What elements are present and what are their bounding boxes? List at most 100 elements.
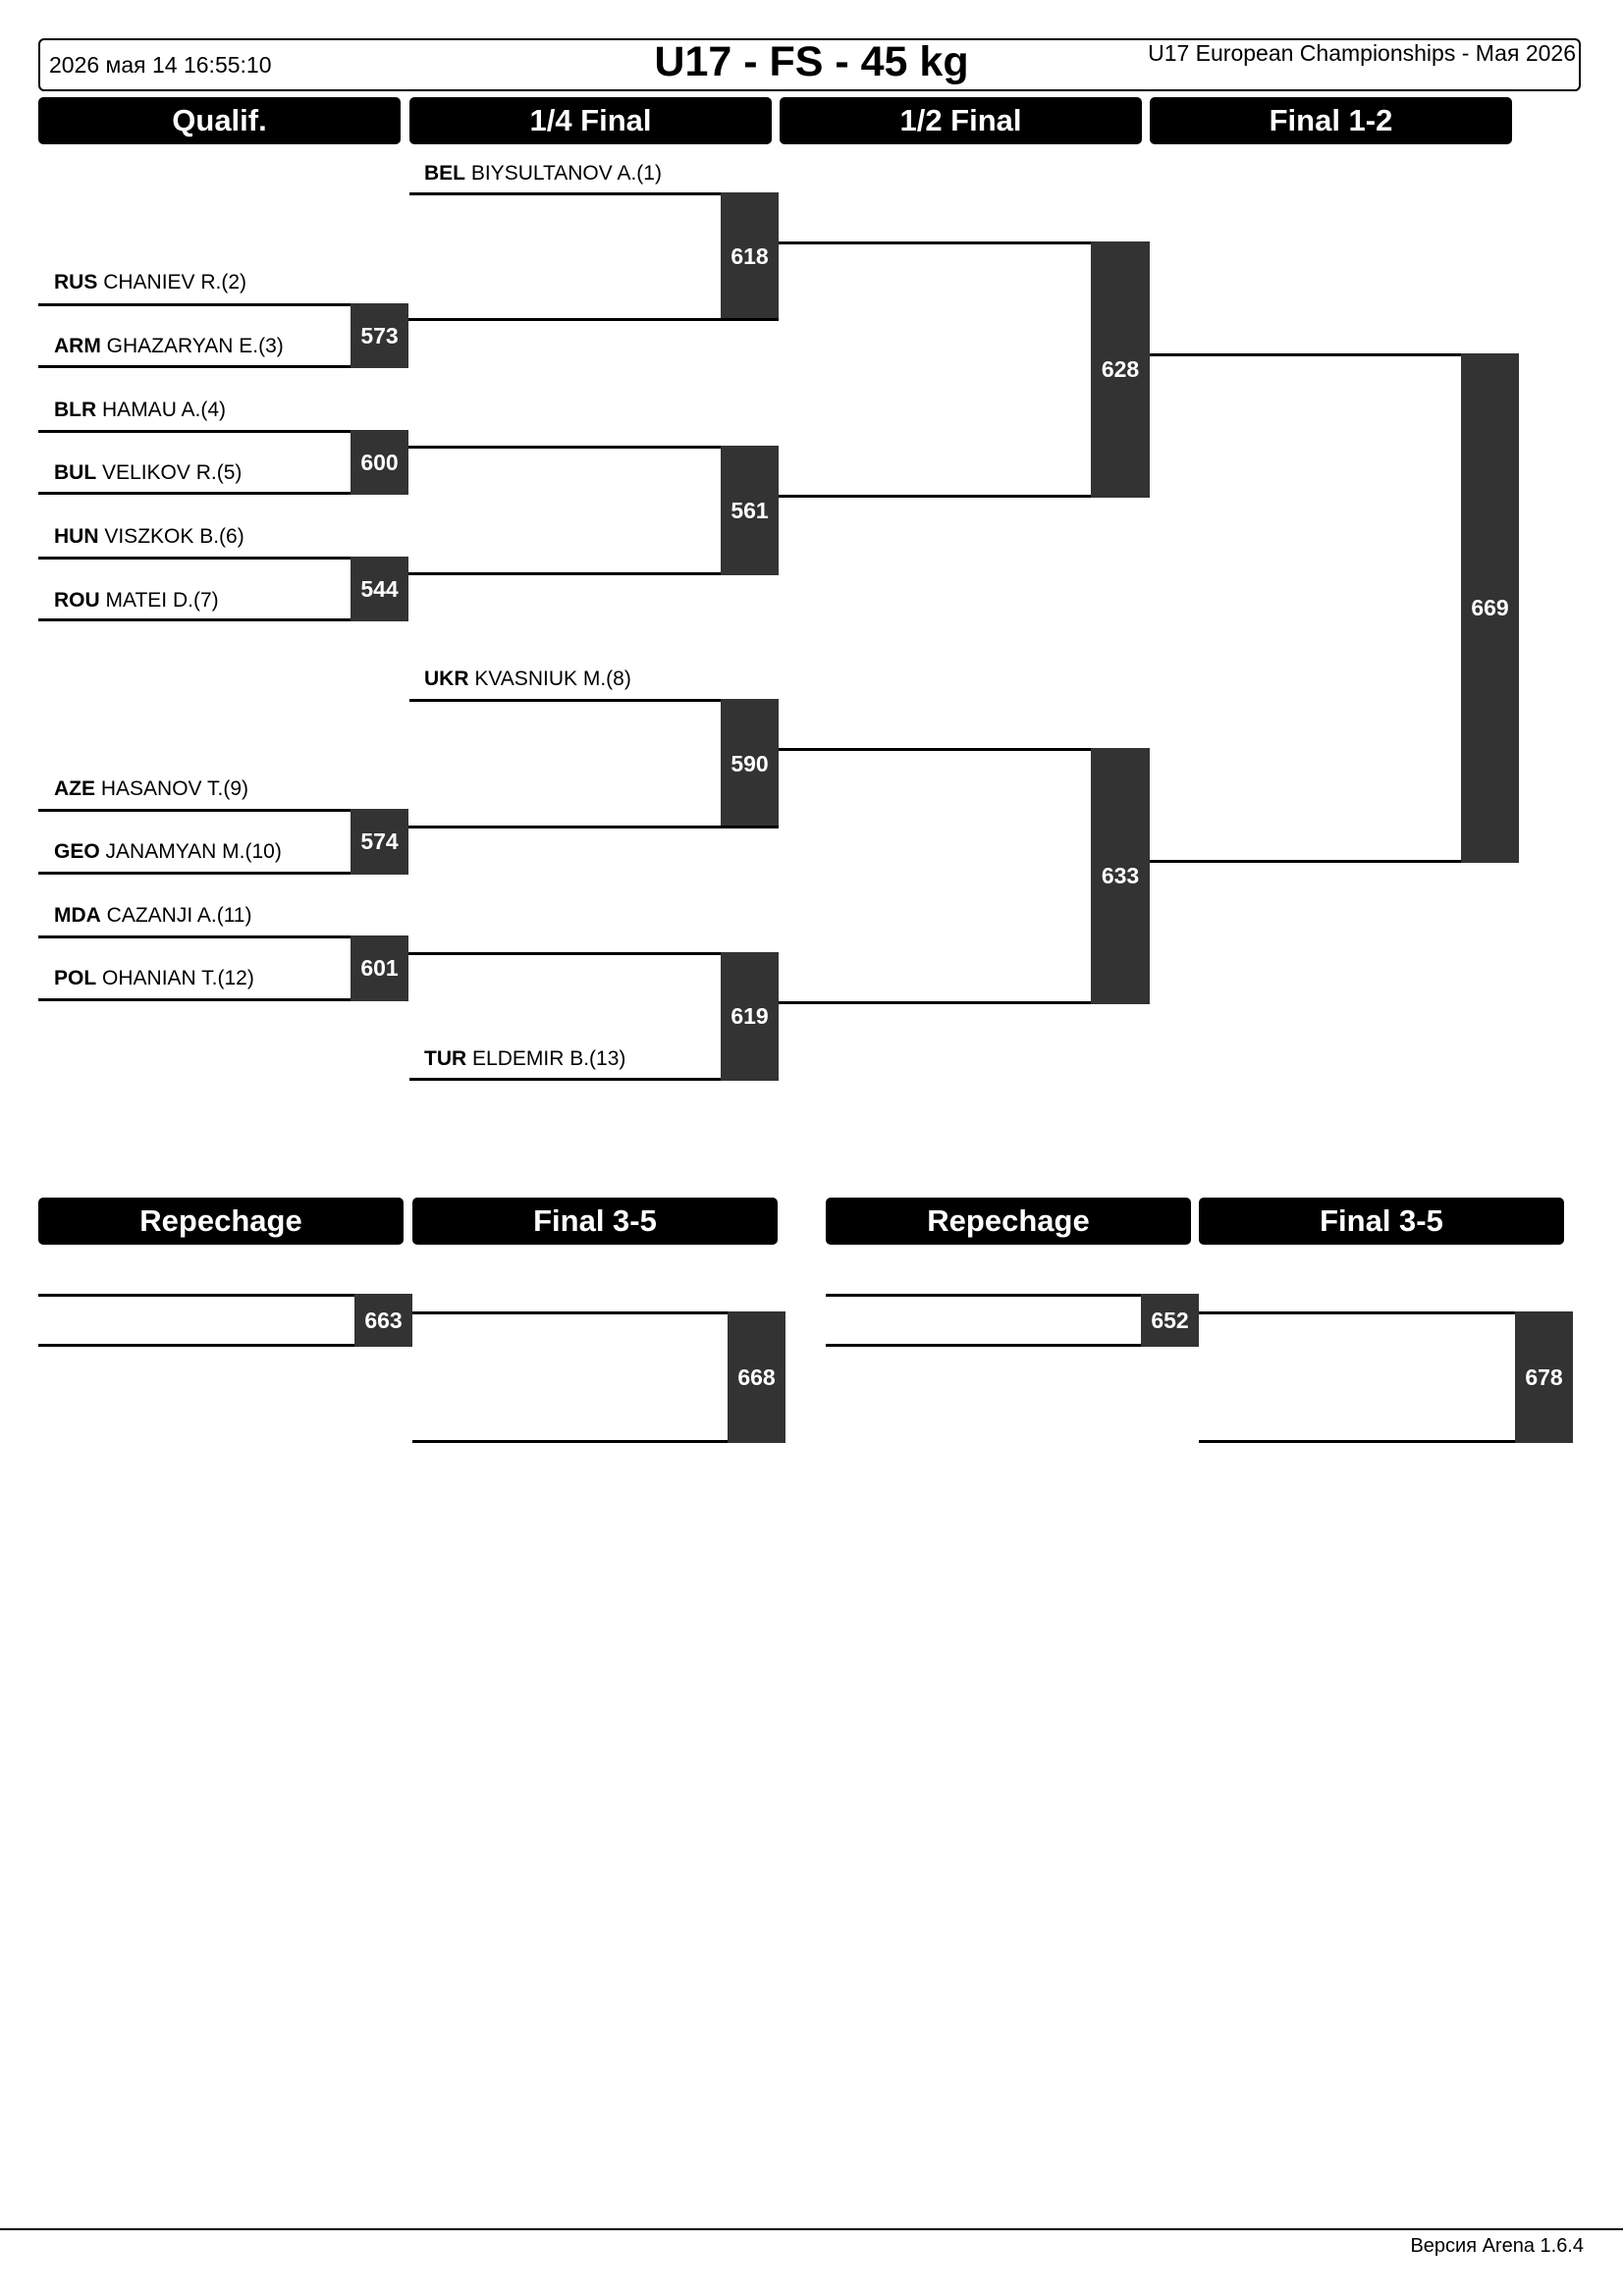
country-code: UKR	[424, 667, 469, 690]
wrestler-name: BIYSULTANOV A.(1)	[470, 162, 662, 185]
bout-box[interactable]: 678	[1515, 1311, 1573, 1443]
wrestler-name: CHANIEV R.(2)	[103, 271, 247, 294]
bracket-line	[1150, 860, 1519, 863]
country-code: BLR	[54, 399, 97, 421]
bracket-line	[408, 318, 779, 321]
bracket-line	[412, 1311, 785, 1314]
bracket-line	[408, 572, 779, 575]
bout-box[interactable]: 633	[1091, 748, 1150, 1004]
wrestler-entry: MDA CAZANJI A.(11)	[54, 904, 251, 928]
wrestler-entry: AZE HASANOV T.(9)	[54, 777, 248, 801]
wrestler-name: HAMAU A.(4)	[102, 399, 227, 421]
bracket-line	[38, 492, 408, 495]
wrestler-entry: POL OHANIAN T.(12)	[54, 967, 254, 990]
event-name: U17 European Championships - Мая 2026	[1148, 40, 1576, 66]
wrestler-entry: RUS CHANIEV R.(2)	[54, 271, 246, 294]
round-header-quarterfinal: 1/4 Final	[409, 97, 772, 144]
bracket-line	[409, 699, 779, 702]
wrestler-entry: BEL BIYSULTANOV A.(1)	[424, 162, 662, 186]
wrestler-name: ELDEMIR B.(13)	[472, 1047, 626, 1070]
wrestler-name: JANAMYAN M.(10)	[105, 840, 282, 863]
bout-box[interactable]: 669	[1461, 353, 1519, 863]
bracket-line	[38, 1344, 412, 1347]
repechage-header: Repechage	[38, 1198, 404, 1245]
country-code: RUS	[54, 271, 98, 294]
wrestler-name: VISZKOK B.(6)	[104, 525, 244, 548]
bracket-line	[1199, 1311, 1573, 1314]
bout-box[interactable]: 590	[721, 699, 779, 828]
bout-box[interactable]: 574	[351, 809, 408, 875]
bout-box[interactable]: 619	[721, 952, 779, 1081]
wrestler-name: KVASNIUK M.(8)	[474, 667, 631, 690]
page-title: U17 - FS - 45 kg	[654, 38, 969, 85]
bout-box[interactable]: 663	[354, 1294, 412, 1347]
bout-box[interactable]: 668	[728, 1311, 785, 1443]
bout-box[interactable]: 652	[1141, 1294, 1199, 1347]
bracket-line	[38, 618, 408, 621]
header-box	[38, 38, 1581, 91]
round-header-final: Final 1-2	[1150, 97, 1512, 144]
wrestler-name: VELIKOV R.(5)	[102, 461, 243, 484]
bracket-line	[1199, 1440, 1573, 1443]
bout-box[interactable]: 561	[721, 446, 779, 575]
bracket-line	[408, 446, 779, 449]
wrestler-entry: BLR HAMAU A.(4)	[54, 399, 226, 422]
wrestler-name: HASANOV T.(9)	[100, 777, 248, 800]
version-label: Версия Arena 1.6.4	[1410, 2235, 1584, 2257]
country-code: ARM	[54, 335, 101, 357]
country-code: HUN	[54, 525, 99, 548]
wrestler-entry: TUR ELDEMIR B.(13)	[424, 1047, 625, 1071]
bout-box[interactable]: 544	[351, 557, 408, 621]
country-code: POL	[54, 967, 97, 989]
wrestler-entry: BUL VELIKOV R.(5)	[54, 461, 242, 485]
country-code: GEO	[54, 840, 100, 863]
country-code: ROU	[54, 589, 100, 612]
bracket-line	[38, 430, 408, 433]
wrestler-entry: ARM GHAZARYAN E.(3)	[54, 335, 284, 358]
bracket-line	[38, 557, 408, 560]
final-3-5-header: Final 3-5	[1199, 1198, 1564, 1245]
bracket-line	[779, 241, 1150, 244]
bracket-line	[826, 1294, 1199, 1297]
country-code: BEL	[424, 162, 465, 185]
country-code: TUR	[424, 1047, 467, 1070]
footer-divider	[0, 2228, 1623, 2230]
bout-box[interactable]: 600	[351, 430, 408, 495]
bout-box[interactable]: 628	[1091, 241, 1150, 498]
bracket-line	[408, 952, 779, 955]
round-header-semifinal: 1/2 Final	[780, 97, 1142, 144]
bracket-line	[38, 1294, 412, 1297]
wrestler-name: MATEI D.(7)	[105, 589, 219, 612]
wrestler-name: OHANIAN T.(12)	[102, 967, 254, 989]
wrestler-entry: HUN VISZKOK B.(6)	[54, 525, 244, 549]
final-3-5-header: Final 3-5	[412, 1198, 778, 1245]
repechage-header: Repechage	[826, 1198, 1191, 1245]
bracket-line	[38, 809, 408, 812]
bracket-line	[1150, 353, 1519, 356]
wrestler-name: GHAZARYAN E.(3)	[106, 335, 284, 357]
country-code: MDA	[54, 904, 101, 927]
wrestler-entry: GEO JANAMYAN M.(10)	[54, 840, 282, 864]
country-code: BUL	[54, 461, 97, 484]
wrestler-name: CAZANJI A.(11)	[106, 904, 252, 927]
bracket-line	[826, 1344, 1199, 1347]
wrestler-entry: UKR KVASNIUK M.(8)	[424, 667, 631, 691]
bracket-line	[779, 748, 1150, 751]
bout-box[interactable]: 601	[351, 935, 408, 1001]
bracket-line	[408, 826, 779, 828]
wrestler-entry: ROU MATEI D.(7)	[54, 589, 219, 613]
bout-box[interactable]: 618	[721, 192, 779, 321]
bracket-line	[409, 192, 779, 195]
bracket-line	[779, 495, 1150, 498]
bout-box[interactable]: 573	[351, 303, 408, 368]
print-datetime: 2026 мая 14 16:55:10	[49, 52, 272, 78]
bracket-line	[38, 872, 408, 875]
bracket-line	[38, 935, 408, 938]
bracket-line	[412, 1440, 785, 1443]
country-code: AZE	[54, 777, 95, 800]
round-header-qualif: Qualif.	[38, 97, 401, 144]
bracket-line	[409, 1078, 779, 1081]
bracket-line	[779, 1001, 1150, 1004]
bracket-line	[38, 998, 408, 1001]
bracket-line	[38, 303, 408, 306]
